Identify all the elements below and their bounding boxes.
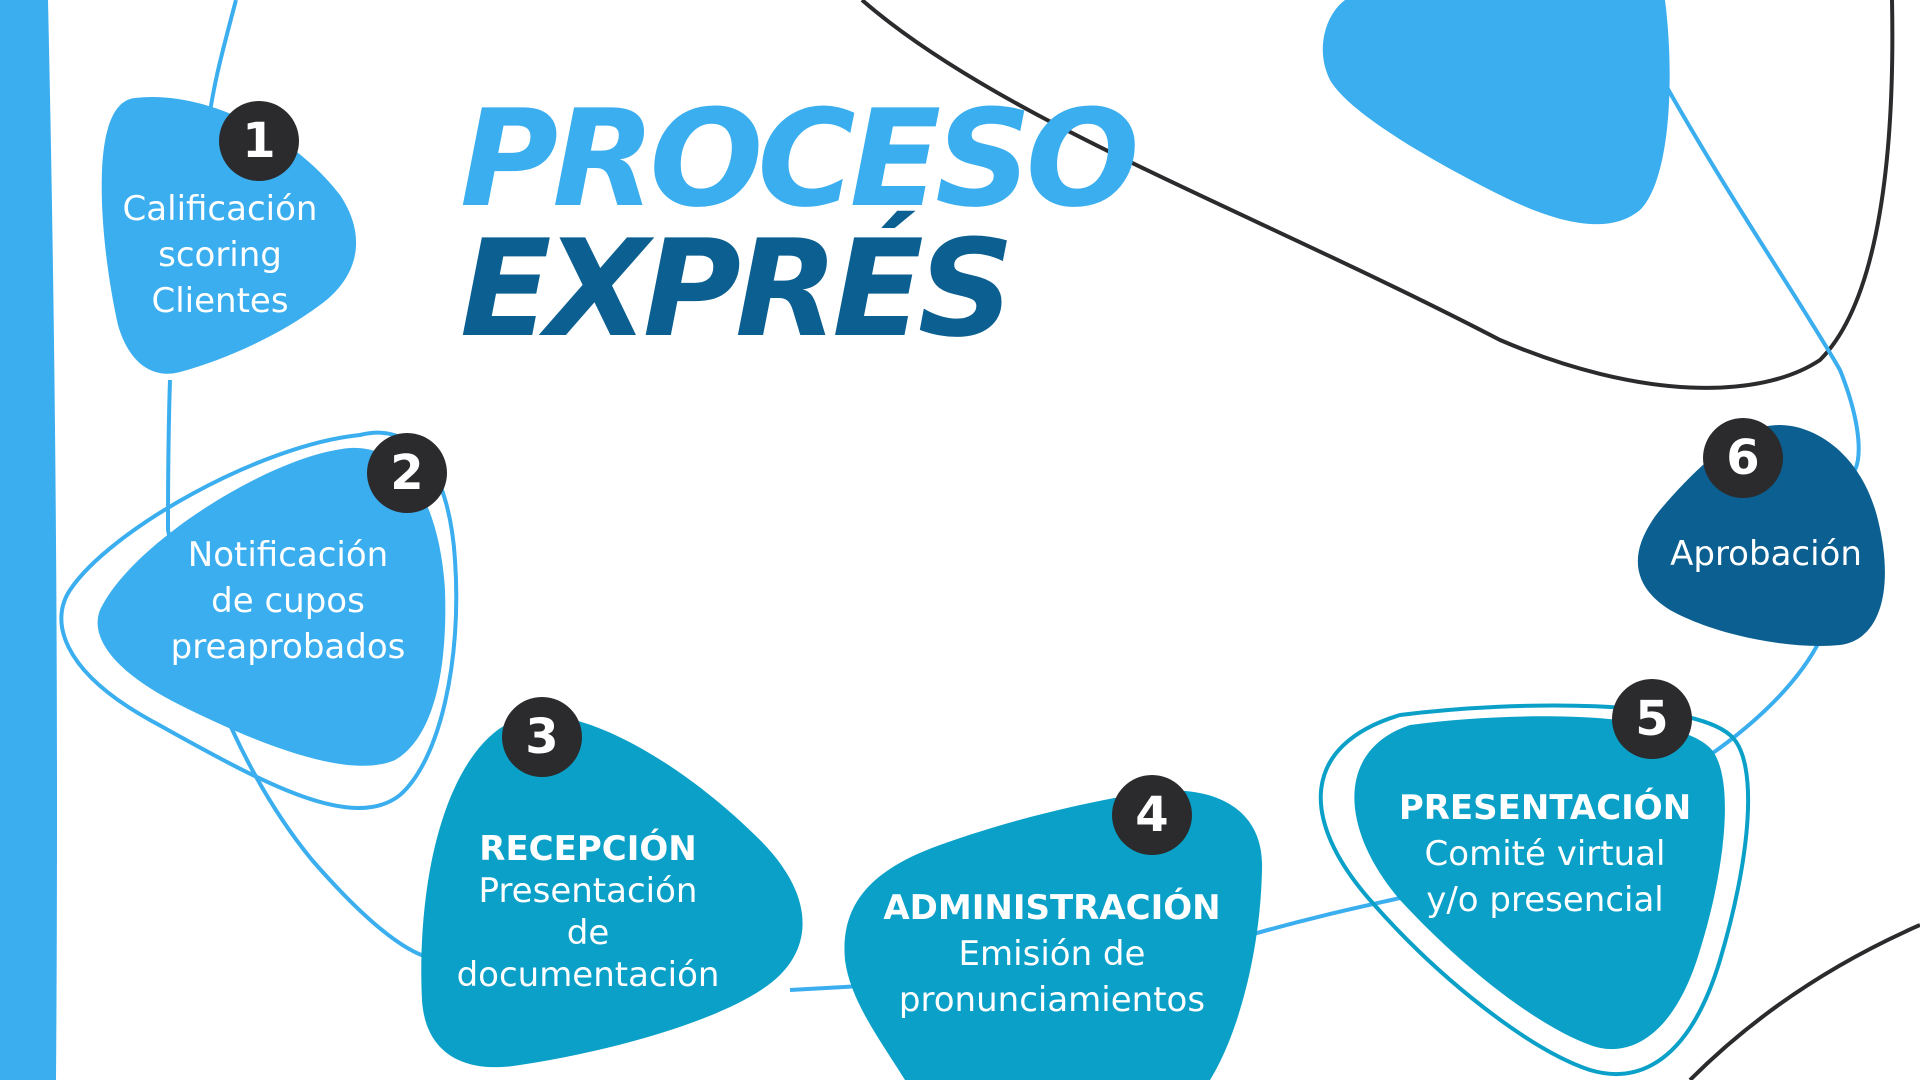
step-4-badge: 4 <box>1112 775 1192 855</box>
step-3-heading: RECEPCIÓN <box>479 829 697 869</box>
step-5-shape <box>1354 716 1725 1050</box>
step-4-shape <box>844 790 1263 1080</box>
step-6-shape <box>1637 425 1885 646</box>
step-2-shape <box>97 447 446 766</box>
step-1-shape <box>101 96 357 374</box>
step-5-badge: 5 <box>1612 679 1692 759</box>
step-1-line-3: Clientes <box>151 281 289 321</box>
decorative-black-curve-top <box>860 0 1895 390</box>
step-3-line-1: Presentación <box>478 871 698 911</box>
step-4-label: ADMINISTRACIÓN Emisión de pronunciamient… <box>883 885 1220 1023</box>
step-2-line-2: de cupos <box>211 581 365 621</box>
step-6-label: Aprobación <box>1670 531 1862 577</box>
decorative-black-curve-bottom <box>1688 923 1920 1080</box>
step-3-line-3: documentación <box>456 955 720 995</box>
decorative-blob-top-right <box>1322 0 1670 225</box>
step-1-line-1: Calificación <box>122 189 318 229</box>
step-2-label: Notificación de cupos preaprobados <box>171 532 406 670</box>
step-5-heading: PRESENTACIÓN <box>1398 788 1692 828</box>
step-4-line-2: pronunciamientos <box>898 980 1206 1020</box>
step-2-line-1: Notificación <box>187 535 389 575</box>
step-2-outline <box>59 430 459 811</box>
step-3-label: RECEPCIÓN Presentación de documentación <box>457 828 720 996</box>
step-5-line-1: Comité virtual <box>1424 834 1666 874</box>
step-3-shape <box>421 715 803 1068</box>
step-4-line-1: Emisión de <box>958 934 1146 974</box>
step-5-line-2: y/o presencial <box>1426 880 1664 920</box>
step-2-line-3: preaprobados <box>170 627 406 667</box>
step-2-badge: 2 <box>367 433 447 513</box>
step-3-badge: 3 <box>502 697 582 777</box>
step-6-badge: 6 <box>1703 418 1783 498</box>
title-line-1: PROCESO <box>460 81 1140 237</box>
left-edge-bar <box>0 0 57 1080</box>
step-3-line-2: de <box>566 913 610 953</box>
step-6-line-1: Aprobación <box>1670 534 1862 574</box>
step-1-line-2: scoring <box>158 235 282 275</box>
step-5-label: PRESENTACIÓN Comité virtual y/o presenci… <box>1399 785 1691 923</box>
title-line-2: EXPRÉS <box>460 211 1014 367</box>
step-4-heading: ADMINISTRACIÓN <box>883 888 1221 928</box>
step-1-badge: 1 <box>219 101 299 181</box>
connector-curve-right <box>1658 74 1861 757</box>
step-1-label: Calificación scoring Clientes <box>123 186 318 324</box>
